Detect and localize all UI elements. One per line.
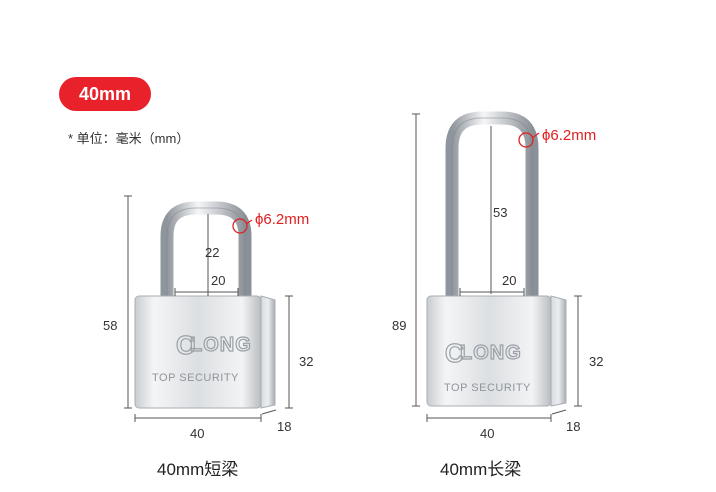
short-body-width: 40 — [190, 426, 204, 441]
long-brand-text: LONG — [460, 342, 522, 364]
short-total-height: 58 — [103, 318, 117, 333]
long-inner-width: 20 — [502, 273, 516, 288]
long-total-height: 89 — [392, 318, 406, 333]
unit-note: * 单位：毫米（mm） — [68, 131, 190, 146]
short-body-height: 32 — [299, 354, 313, 369]
short-brand-initial: C — [176, 330, 196, 360]
short-brand-text: LONG — [190, 334, 252, 356]
long-shackle — [445, 111, 539, 300]
short-shackle-diameter: ϕ6.2mm — [255, 211, 309, 228]
long-shackle-height: 53 — [493, 205, 507, 220]
short-subtitle: TOP SECURITY — [152, 372, 239, 384]
short-inner-width: 20 — [211, 273, 225, 288]
short-lock-caption: 40mm短梁 — [157, 460, 239, 479]
short-lock: C LONG TOP SECURITY 58 22 20 ϕ6.2mm 32 4… — [103, 195, 313, 441]
long-brand-initial: C — [445, 338, 465, 368]
size-badge: 40mm — [59, 77, 151, 111]
long-lock-side — [550, 295, 567, 407]
long-subtitle: TOP SECURITY — [444, 382, 531, 394]
long-body-height: 32 — [589, 354, 603, 369]
long-lock-caption: 40mm长梁 — [440, 460, 522, 479]
short-lock-side — [260, 295, 276, 409]
long-shackle-diameter: ϕ6.2mm — [542, 127, 596, 144]
long-body-depth: 18 — [566, 419, 580, 434]
long-lock: C LONG TOP SECURITY 89 53 20 ϕ6.2mm 32 4… — [392, 111, 603, 441]
long-body-width: 40 — [480, 426, 494, 441]
short-body-depth: 18 — [277, 419, 291, 434]
short-shackle-height: 22 — [205, 245, 219, 260]
